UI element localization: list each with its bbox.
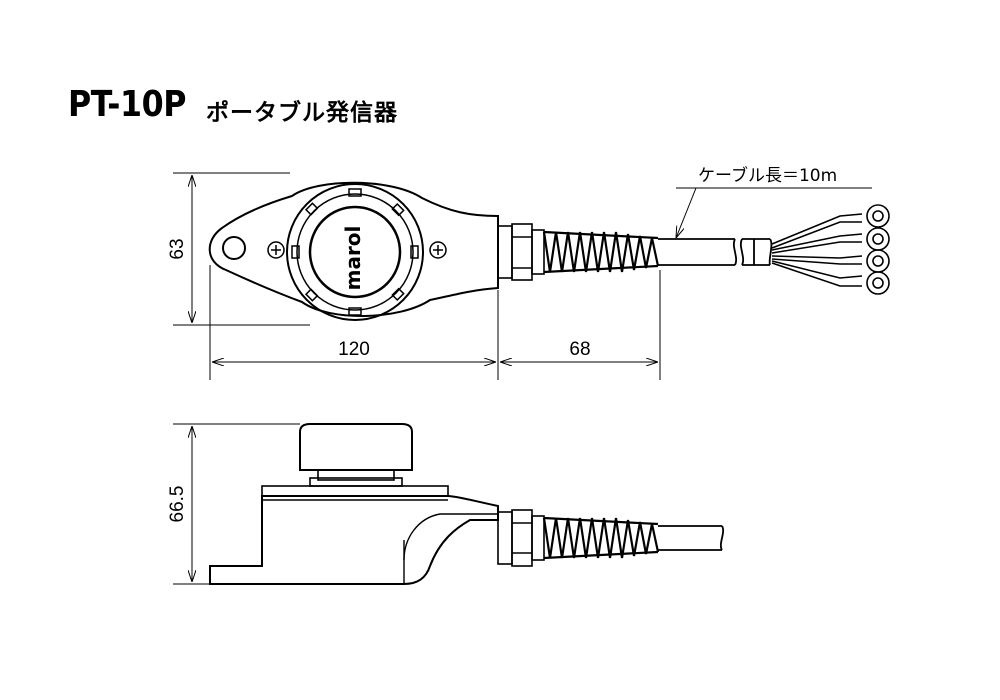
side-view [209,423,725,585]
wire-terminals [771,204,890,295]
model-description: ポータブル発信器 [206,100,398,126]
model-title: PT-10P [68,84,186,125]
cable-length-leader: ケーブル長＝10m [676,165,872,238]
top-flange-outline [208,181,499,317]
side-spring [542,516,660,560]
spring-relief [542,230,660,274]
side-body [209,495,499,585]
dim-63 [173,172,310,326]
dim-120-value: 120 [338,339,370,360]
dim-66-5 [173,423,300,585]
push-button-cap [299,423,413,471]
cable [658,238,773,266]
housing-inner-ring [296,193,414,311]
brand-logo: marol [341,226,365,291]
mounting-hole [222,236,246,260]
dim-66-5-value: 66.5 [167,486,188,523]
side-gland [497,509,545,567]
side-cable [658,525,725,551]
top-view [208,181,890,321]
cable-gland [497,223,545,281]
cable-length-label: ケーブル長＝10m [698,165,837,186]
screw-right-icon [429,241,447,259]
housing-button [308,205,402,299]
ring-notches [291,188,419,316]
dim-120-68 [209,265,661,380]
screw-left-icon [267,241,285,259]
housing-outer-ring [286,183,424,321]
dim-63-value: 63 [167,238,188,259]
dim-68-value: 68 [569,339,590,360]
